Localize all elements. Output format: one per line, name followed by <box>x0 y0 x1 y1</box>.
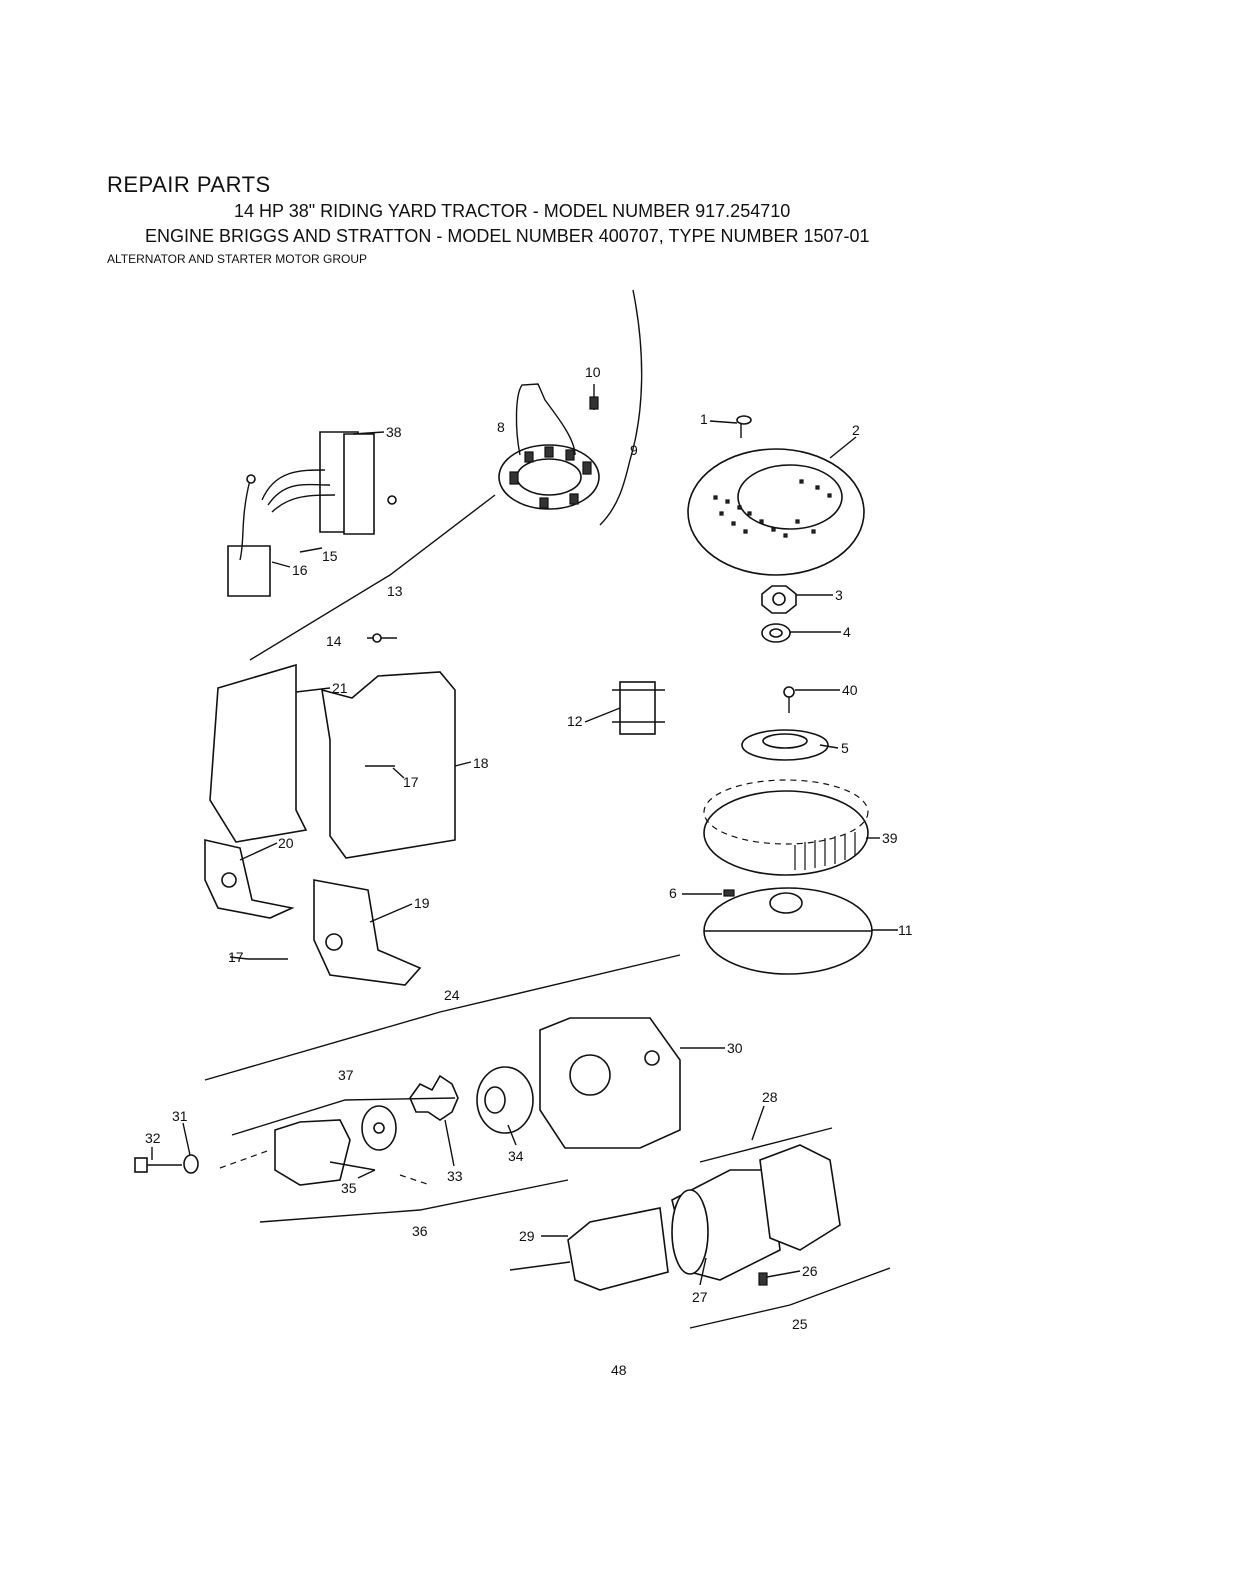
fan-39 <box>704 780 868 875</box>
flywheel-11 <box>704 888 872 974</box>
callout-30: 30 <box>727 1040 743 1056</box>
callout-8: 8 <box>497 419 505 435</box>
callout-19: 19 <box>414 895 430 911</box>
drive-housing-30 <box>540 1018 680 1148</box>
callout-18: 18 <box>473 755 489 771</box>
shield-18 <box>322 672 455 858</box>
callout-17-upper: 17 <box>403 774 419 790</box>
callout-29: 29 <box>519 1228 535 1244</box>
callout-32: 32 <box>145 1130 161 1146</box>
washer-31 <box>184 1155 198 1173</box>
armature-29 <box>568 1208 668 1290</box>
callout-39: 39 <box>882 830 898 846</box>
callout-25: 25 <box>792 1316 808 1332</box>
callout-33: 33 <box>447 1168 463 1184</box>
callout-28: 28 <box>762 1089 778 1105</box>
callout-20: 20 <box>278 835 294 851</box>
callout-16: 16 <box>292 562 308 578</box>
callout-27: 27 <box>692 1289 708 1305</box>
callout-1: 1 <box>700 411 708 427</box>
wiring-harness <box>228 432 396 596</box>
baffle-19 <box>314 880 420 985</box>
callout-24: 24 <box>444 987 460 1003</box>
callout-5: 5 <box>841 740 849 756</box>
callout-11: 11 <box>898 922 913 938</box>
callout-3: 3 <box>835 587 843 603</box>
callout-12: 12 <box>567 713 583 729</box>
callout-4: 4 <box>843 624 851 640</box>
key-6 <box>724 890 734 896</box>
callout-17-lower: 17 <box>228 949 244 965</box>
shield-21 <box>210 665 306 842</box>
brush-26 <box>759 1273 767 1285</box>
callout-15: 15 <box>322 548 338 564</box>
callout-34: 34 <box>508 1148 524 1164</box>
baffle-20 <box>205 840 292 918</box>
callout-37: 37 <box>338 1067 354 1083</box>
callout-35: 35 <box>341 1180 357 1196</box>
bracket-36 <box>260 1180 568 1222</box>
clutch-37 <box>275 1120 350 1185</box>
callout-13: 13 <box>387 583 403 599</box>
callout-31: 31 <box>172 1108 188 1124</box>
blower-screen <box>688 449 864 575</box>
callout-10: 10 <box>585 364 601 380</box>
page-number: 48 <box>611 1362 627 1378</box>
callout-40: 40 <box>842 682 858 698</box>
callout-14: 14 <box>326 633 342 649</box>
callout-21: 21 <box>332 680 348 696</box>
callout-38: 38 <box>386 424 402 440</box>
bracket-9 <box>600 290 642 525</box>
callout-26: 26 <box>802 1263 818 1279</box>
callout-9: 9 <box>630 442 638 458</box>
callout-36: 36 <box>412 1223 428 1239</box>
alternator-stator <box>499 384 599 509</box>
callout-2: 2 <box>852 422 860 438</box>
end-cap-25 <box>760 1145 840 1250</box>
callout-6: 6 <box>669 885 677 901</box>
